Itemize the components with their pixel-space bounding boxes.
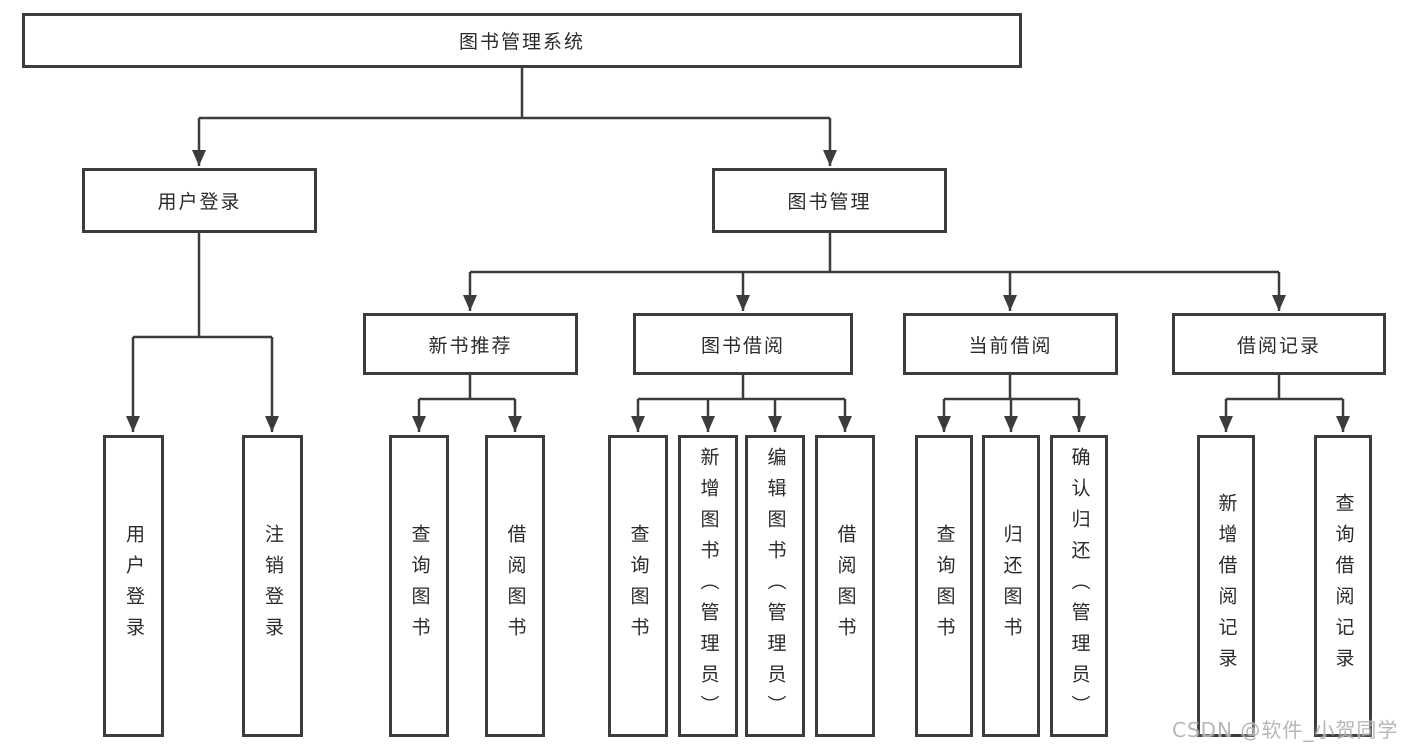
leaf-borrowing-query-books: 查询图书 [608, 435, 668, 737]
leaf-query-borrow-record-label: 查询借阅记录 [1332, 493, 1355, 679]
leaf-user-login: 用户登录 [103, 435, 164, 737]
leaf-logout: 注销登录 [242, 435, 303, 737]
leaf-recommend-query-books: 查询图书 [389, 435, 449, 737]
leaf-return-books: 归还图书 [982, 435, 1040, 737]
node-user-login-module-label: 用户登录 [157, 191, 242, 213]
node-book-management-module-label: 图书管理 [787, 191, 872, 213]
node-current-borrowing: 当前借阅 [903, 313, 1118, 375]
leaf-current-query-books: 查询图书 [915, 435, 973, 737]
csdn-watermark: CSDN @软件_小贺同学 [1172, 718, 1399, 742]
leaf-confirm-return-admin-label: 确认归还（管理员） [1068, 446, 1091, 726]
leaf-add-borrow-record-label: 新增借阅记录 [1215, 493, 1238, 679]
node-root-system: 图书管理系统 [22, 13, 1022, 68]
node-current-borrowing-label: 当前借阅 [968, 334, 1053, 357]
leaf-confirm-return-admin: 确认归还（管理员） [1050, 435, 1108, 737]
leaf-query-borrow-record: 查询借阅记录 [1314, 435, 1372, 737]
leaf-borrowing-borrow-books: 借阅图书 [815, 435, 875, 737]
node-borrow-records: 借阅记录 [1172, 313, 1386, 375]
edge-trunks [133, 68, 1343, 401]
leaf-current-query-books-label: 查询图书 [933, 524, 956, 648]
leaf-logout-label: 注销登录 [262, 524, 284, 648]
leaf-add-borrow-record: 新增借阅记录 [1197, 435, 1255, 737]
leaf-borrowing-borrow-books-label: 借阅图书 [834, 524, 857, 648]
leaf-edit-books-admin: 编辑图书（管理员） [745, 435, 805, 737]
node-new-book-recommend-label: 新书推荐 [428, 334, 513, 357]
node-new-book-recommend: 新书推荐 [363, 313, 578, 375]
edge-arrows [126, 118, 1350, 432]
node-book-management-module: 图书管理 [712, 168, 947, 233]
leaf-edit-books-admin-label: 编辑图书（管理员） [764, 446, 787, 726]
node-user-login-module: 用户登录 [82, 168, 317, 233]
leaf-user-login-label: 用户登录 [123, 524, 145, 648]
leaf-recommend-query-books-label: 查询图书 [408, 524, 431, 648]
leaf-return-books-label: 归还图书 [1000, 524, 1023, 648]
leaf-recommend-borrow-books: 借阅图书 [485, 435, 545, 737]
leaf-recommend-borrow-books-label: 借阅图书 [504, 524, 527, 648]
node-book-borrowing-label: 图书借阅 [700, 334, 785, 357]
node-borrow-records-label: 借阅记录 [1236, 334, 1321, 357]
leaf-add-books-admin: 新增图书（管理员） [678, 435, 738, 737]
node-root-system-label: 图书管理系统 [458, 31, 585, 53]
node-book-borrowing: 图书借阅 [633, 313, 853, 375]
leaf-borrowing-query-books-label: 查询图书 [627, 524, 650, 648]
leaf-add-books-admin-label: 新增图书（管理员） [697, 446, 720, 726]
